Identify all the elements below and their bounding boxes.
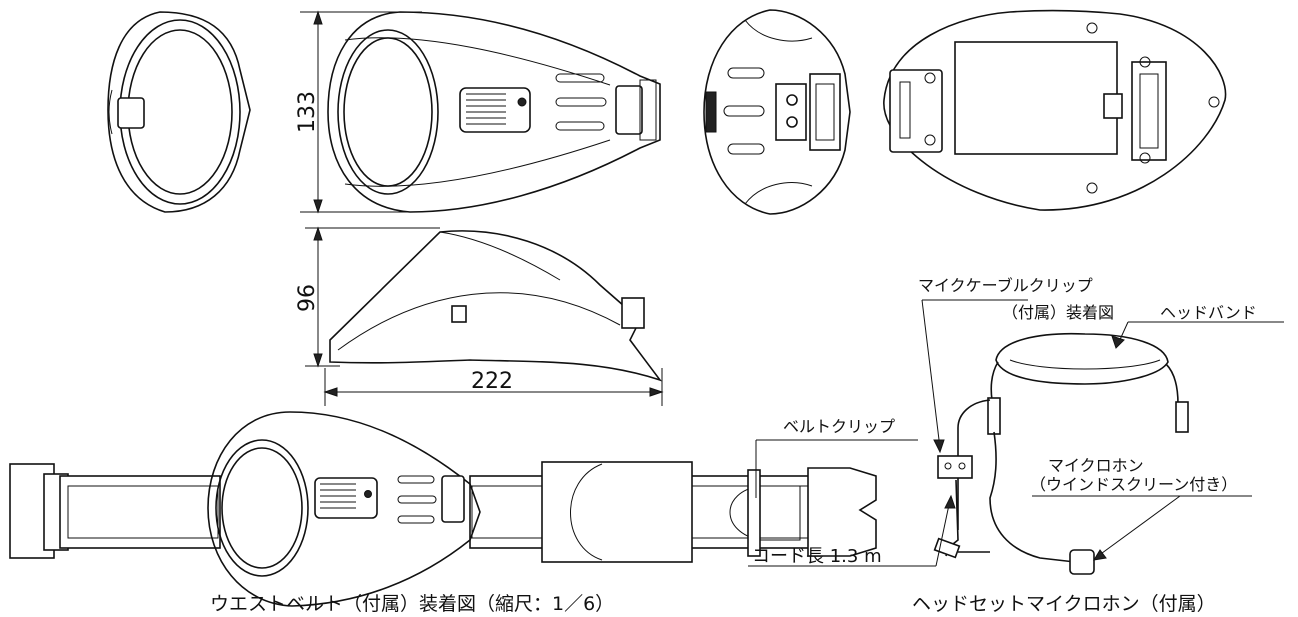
label-belt-clip: ベルトクリップ [783, 417, 895, 436]
caption-headset: ヘッドセットマイクロホン（付属） [912, 593, 1216, 615]
speaker-rear-view [883, 9, 1227, 211]
label-mic-cable-clip: マイクケーブルクリップ [918, 276, 1093, 295]
label-microphone-sub: （ウインドスクリーン付き） [1030, 475, 1237, 494]
caption-waist-belt: ウエストベルト（付属）装着図（縮尺：1／6） [210, 593, 614, 615]
headset-view [748, 299, 1284, 575]
label-microphone: マイクロホン [1048, 456, 1144, 475]
speaker-back-view [703, 9, 851, 215]
speaker-side-view [305, 226, 664, 406]
dim-height-side: 96 [295, 284, 320, 312]
label-cord-length: コード長 1.3 m [752, 546, 882, 567]
waist-belt-view [9, 411, 918, 607]
speaker-front-view [107, 11, 251, 213]
dim-width-side: 222 [471, 369, 513, 394]
label-mic-cable-clip-sub: （付属）装着図 [1002, 303, 1114, 322]
dim-height-front: 133 [295, 91, 320, 133]
label-headband: ヘッドバンド [1160, 303, 1257, 322]
speaker-top-view [300, 10, 661, 214]
